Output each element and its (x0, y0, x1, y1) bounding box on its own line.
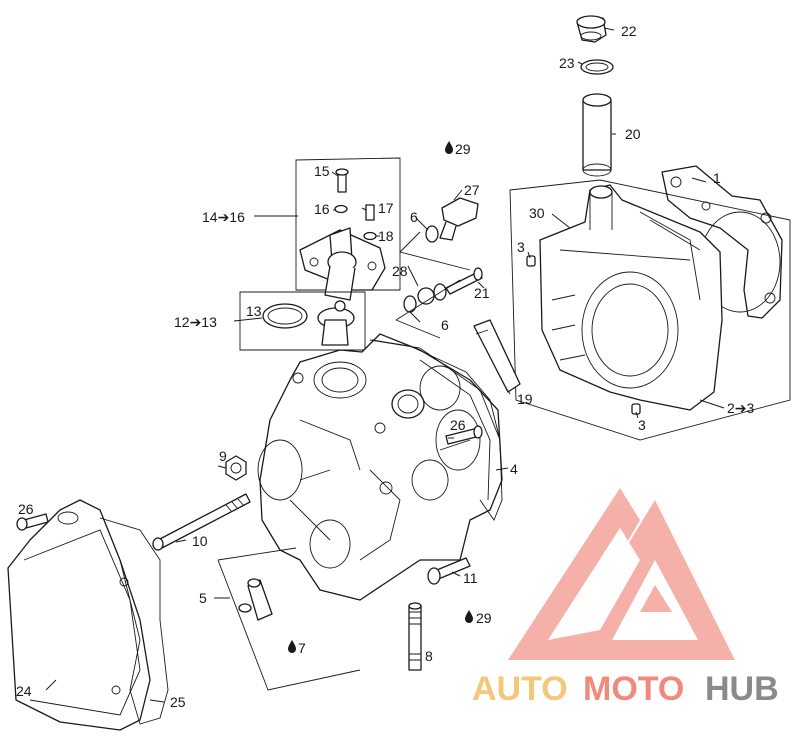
callout-9: 9 (219, 448, 227, 464)
callout-27: 27 (464, 182, 480, 198)
sensor-frame (399, 231, 471, 271)
callout-14-16: 14➔16 (202, 209, 245, 225)
callout-4: 4 (510, 461, 518, 477)
callout-20: 20 (625, 126, 641, 142)
callout-24: 24 (16, 683, 32, 699)
valve-guide-frame (217, 547, 361, 691)
automotohub-wordmark: AUTO MOTO HUB (472, 670, 779, 708)
callout-11: 11 (463, 570, 478, 586)
cylinder-head (257, 333, 503, 601)
head-gasket (371, 339, 503, 521)
head-bolt (445, 425, 483, 445)
watermark-hub: HUB (705, 670, 779, 708)
callout-13: 13 (246, 303, 262, 319)
valve-cover-gasket (99, 517, 169, 725)
long-bolt (152, 493, 251, 551)
callout-6-bottom: 6 (441, 317, 449, 333)
callout-26-head: 26 (450, 417, 466, 433)
callout-23: 23 (559, 55, 575, 71)
sealing-ring (580, 59, 614, 75)
banjo-bolt (445, 267, 483, 295)
callout-15: 15 (314, 163, 330, 179)
hose-clip (473, 319, 521, 393)
cylinder-frame (509, 179, 791, 441)
callout-18: 18 (378, 228, 394, 244)
valve-cover (7, 499, 151, 731)
automotohub-logo (508, 488, 735, 660)
callout-6-top: 6 (410, 209, 418, 225)
small-bolts (334, 168, 377, 241)
sleeve-tube (582, 93, 612, 177)
washer-sensor (425, 225, 439, 243)
callout-17: 17 (378, 200, 394, 216)
leader-lines (45, 27, 725, 703)
banjo-frame (395, 279, 461, 339)
callout-2-3: 2➔3 (727, 400, 755, 416)
cover-bolt (16, 513, 49, 531)
stud-bolt (408, 602, 422, 671)
callout-26-cover: 26 (18, 501, 34, 517)
callout-21: 21 (474, 285, 490, 301)
callout-10: 10 (192, 533, 208, 549)
callout-22: 22 (621, 23, 637, 39)
dowel-pins (526, 255, 641, 415)
temperature-sensor (439, 197, 479, 241)
callout-3-bottom: 3 (638, 417, 646, 433)
thermostat-housing (299, 227, 386, 301)
oil-drop-icon (465, 610, 473, 623)
valve-guide (238, 578, 273, 621)
oil-drop-icon (445, 141, 453, 154)
cap-screw (427, 557, 471, 585)
oil-drop-icon (288, 640, 296, 653)
oil-filler-cap (576, 15, 607, 43)
callout-1: 1 (713, 170, 721, 186)
callout-12-13: 12➔13 (174, 314, 217, 330)
callout-29-bottom: 29 (476, 610, 492, 626)
callout-3-top: 3 (517, 239, 525, 255)
callout-7: 7 (298, 640, 306, 656)
callout-8: 8 (425, 648, 433, 664)
callout-25: 25 (170, 694, 186, 710)
callout-19: 19 (517, 391, 533, 407)
callout-16: 16 (314, 201, 330, 217)
nut (225, 455, 247, 481)
watermark-auto: AUTO (472, 670, 568, 708)
thermostat-housing-frame (295, 157, 401, 291)
callout-28: 28 (392, 263, 408, 279)
callout-5: 5 (199, 590, 207, 606)
thermostat (317, 300, 355, 346)
callout-30: 30 (529, 205, 545, 221)
watermark-moto: MOTO (583, 670, 684, 708)
callout-29-top: 29 (455, 141, 471, 157)
cylinder (539, 184, 723, 411)
